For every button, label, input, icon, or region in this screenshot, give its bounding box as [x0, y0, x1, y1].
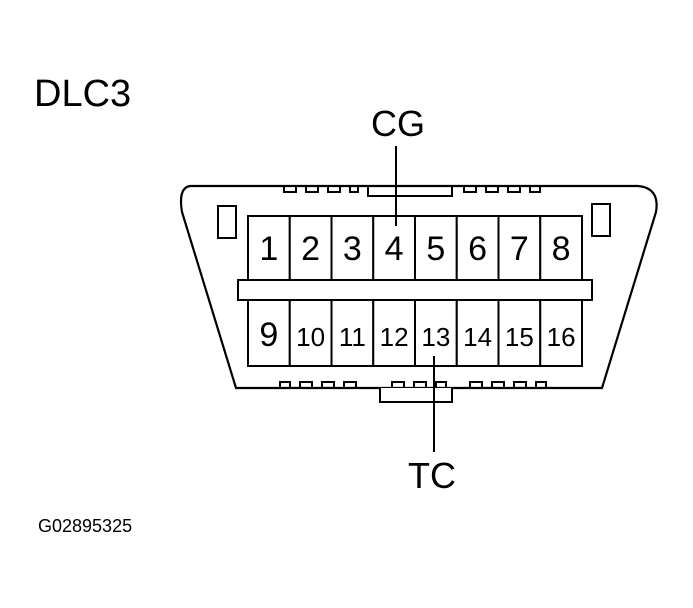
center-divider	[237, 279, 593, 301]
pin-cavity-3	[330, 215, 375, 283]
pin-number-3: 3	[343, 230, 362, 268]
pin-number-16: 16	[547, 322, 576, 352]
pin-number-5: 5	[426, 230, 445, 268]
pin-number-6: 6	[468, 230, 487, 268]
pin-number-12: 12	[380, 322, 409, 352]
pin-number-8: 8	[552, 230, 571, 268]
diagram-title: DLC3	[34, 73, 131, 115]
tc-label: TC	[408, 455, 456, 496]
figure-code: G02895325	[38, 516, 132, 536]
pin-cavity-4	[372, 215, 416, 283]
top-notches	[283, 186, 541, 197]
left-latch	[217, 205, 237, 239]
pin-number-2: 2	[301, 230, 320, 268]
cg-label: CG	[371, 103, 425, 144]
pin-number-15: 15	[505, 322, 534, 352]
pin-cavity-16	[539, 297, 583, 367]
pin-number-13: 13	[421, 322, 450, 352]
bottom-pin-row: 9 10 11 12 13 14 15 16	[247, 297, 583, 367]
pin-number-10: 10	[296, 322, 325, 352]
pin-number-9: 9	[259, 316, 278, 354]
pin-number-4: 4	[385, 230, 404, 268]
pin-cavity-13	[414, 297, 458, 367]
right-latch	[591, 203, 611, 237]
pin-number-1: 1	[259, 230, 278, 268]
pin-cavity-14	[455, 297, 500, 367]
pin-number-7: 7	[510, 230, 529, 268]
pin-number-11: 11	[339, 322, 366, 352]
pin-cavity-2	[288, 215, 333, 283]
pin-number-14: 14	[463, 322, 492, 352]
